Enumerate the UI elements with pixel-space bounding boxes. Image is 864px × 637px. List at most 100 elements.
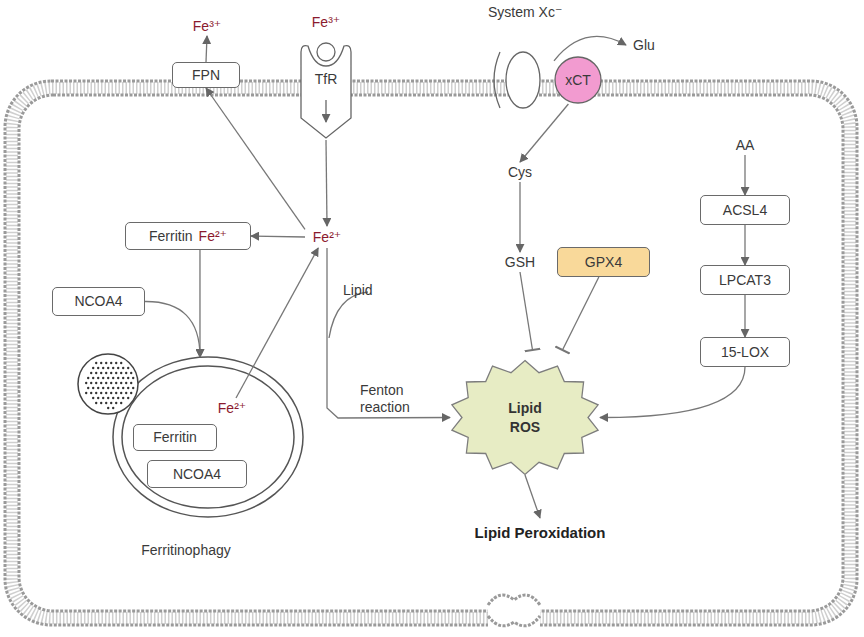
node-text: Fe³⁺ xyxy=(312,14,340,30)
free-label: System Xc⁻ xyxy=(488,4,562,20)
lysosome-dot xyxy=(87,387,89,389)
arrow-connector xyxy=(236,248,318,398)
ros-outline xyxy=(450,360,600,475)
lysosome-dot xyxy=(115,372,117,374)
process-box: FPN xyxy=(172,62,240,88)
text-wrap: Lipid ROS xyxy=(499,399,551,435)
arrow-connector xyxy=(199,250,200,357)
lysosome-dot xyxy=(100,372,102,374)
node-text: Ferritin xyxy=(149,228,193,244)
inhibition-connector xyxy=(563,277,599,350)
arrow-connector xyxy=(326,140,327,226)
arrow-connector xyxy=(327,248,450,418)
iron-label: Fe²⁺ xyxy=(305,226,349,248)
lysosome-dot xyxy=(120,382,122,384)
enzyme-box: LPCAT3 xyxy=(700,265,790,295)
metabolite-label: Cys xyxy=(500,162,540,182)
lysosome-dot xyxy=(92,397,94,399)
lysosome-dot xyxy=(107,407,109,409)
lysosome-dot xyxy=(122,397,124,399)
lysosome-dot xyxy=(90,392,92,394)
lysosome-dot xyxy=(130,372,132,374)
lysosome-dot xyxy=(95,362,97,364)
lysosome-dot xyxy=(105,372,107,374)
lysosome-dot xyxy=(95,402,97,404)
arrow-connector xyxy=(251,236,305,237)
node-text: Ferritinophagy xyxy=(141,542,231,558)
lysosome-dot xyxy=(132,387,134,389)
node-text: ACSL4 xyxy=(723,202,767,218)
lysosome-dot xyxy=(117,377,119,379)
lysosome-dot xyxy=(120,392,122,394)
internal-arrow xyxy=(325,100,326,122)
lysosome-dot xyxy=(97,397,99,399)
free-label: Lipid xyxy=(343,282,373,298)
lysosome-dot xyxy=(130,382,132,384)
lysosome-dot xyxy=(122,387,124,389)
lysosome-dot xyxy=(112,407,114,409)
lipid-leader-line xyxy=(329,292,368,338)
receptor-outline xyxy=(298,40,354,140)
arrow-connector xyxy=(744,295,745,337)
lysosome-dot xyxy=(127,377,129,379)
lysosome-dot xyxy=(125,382,127,384)
lysosome-dot xyxy=(120,402,122,404)
lysosome-circle xyxy=(78,354,138,414)
inhibition-connector xyxy=(520,272,533,350)
node-text: Fe²⁺ xyxy=(199,228,227,244)
lysosome-dot xyxy=(117,397,119,399)
lysosome-dot xyxy=(115,362,117,364)
transporter-subunit xyxy=(506,52,540,108)
ros-star-shape xyxy=(452,361,598,475)
metabolite-label: GSH xyxy=(497,252,543,272)
edge-label: Fenton reaction xyxy=(360,382,440,416)
node-text: LPCAT3 xyxy=(719,272,771,288)
lysosome-dot xyxy=(132,377,134,379)
arrow-connector xyxy=(744,155,745,195)
process-box: NCOA4 xyxy=(52,287,145,316)
outer-membrane xyxy=(113,357,303,517)
lysosome-dot xyxy=(105,382,107,384)
lysosome-dot xyxy=(102,377,104,379)
lysosome-dot xyxy=(112,367,114,369)
lysosome-dot xyxy=(120,372,122,374)
lysosome-dot xyxy=(110,402,112,404)
lysosome-dot xyxy=(112,397,114,399)
arrow-connector xyxy=(206,36,207,62)
process-box: Ferritin xyxy=(133,424,217,451)
node-text: Glu xyxy=(633,37,655,53)
lysosome-dot xyxy=(105,402,107,404)
membrane-opening-edge xyxy=(488,616,540,626)
lysosome-dot xyxy=(92,387,94,389)
node-text: FPN xyxy=(192,67,220,83)
membrane-opening-edge xyxy=(488,595,540,605)
lysosome-dot xyxy=(100,402,102,404)
arrow-connector xyxy=(519,182,520,252)
lysosome-dot xyxy=(122,367,124,369)
xct-circle xyxy=(555,57,601,103)
process-box: Ferritin Fe²⁺ xyxy=(125,222,251,250)
arrow-connector xyxy=(600,367,745,418)
lysosome-dot xyxy=(97,367,99,369)
lysosome-dot xyxy=(130,392,132,394)
node-text: Cys xyxy=(508,164,532,180)
lysosome-dot xyxy=(120,362,122,364)
lysosome-dot xyxy=(107,367,109,369)
arrow-connector xyxy=(554,36,626,60)
lysosome-dot xyxy=(112,377,114,379)
node-text: xCT xyxy=(565,72,591,88)
lysosome-dot xyxy=(85,382,87,384)
node-text: NCOA4 xyxy=(74,293,122,309)
lysosome-dot xyxy=(95,372,97,374)
lysosome-dot xyxy=(112,387,114,389)
lysosome-dot xyxy=(122,377,124,379)
lysosome-dot xyxy=(115,382,117,384)
membrane-tails xyxy=(12,88,850,618)
node-text: Ferritin xyxy=(153,429,197,445)
arrow-connector xyxy=(145,301,200,357)
membrane-outer-heads xyxy=(5,81,857,625)
iron-label: Fe³⁺ xyxy=(185,16,229,36)
